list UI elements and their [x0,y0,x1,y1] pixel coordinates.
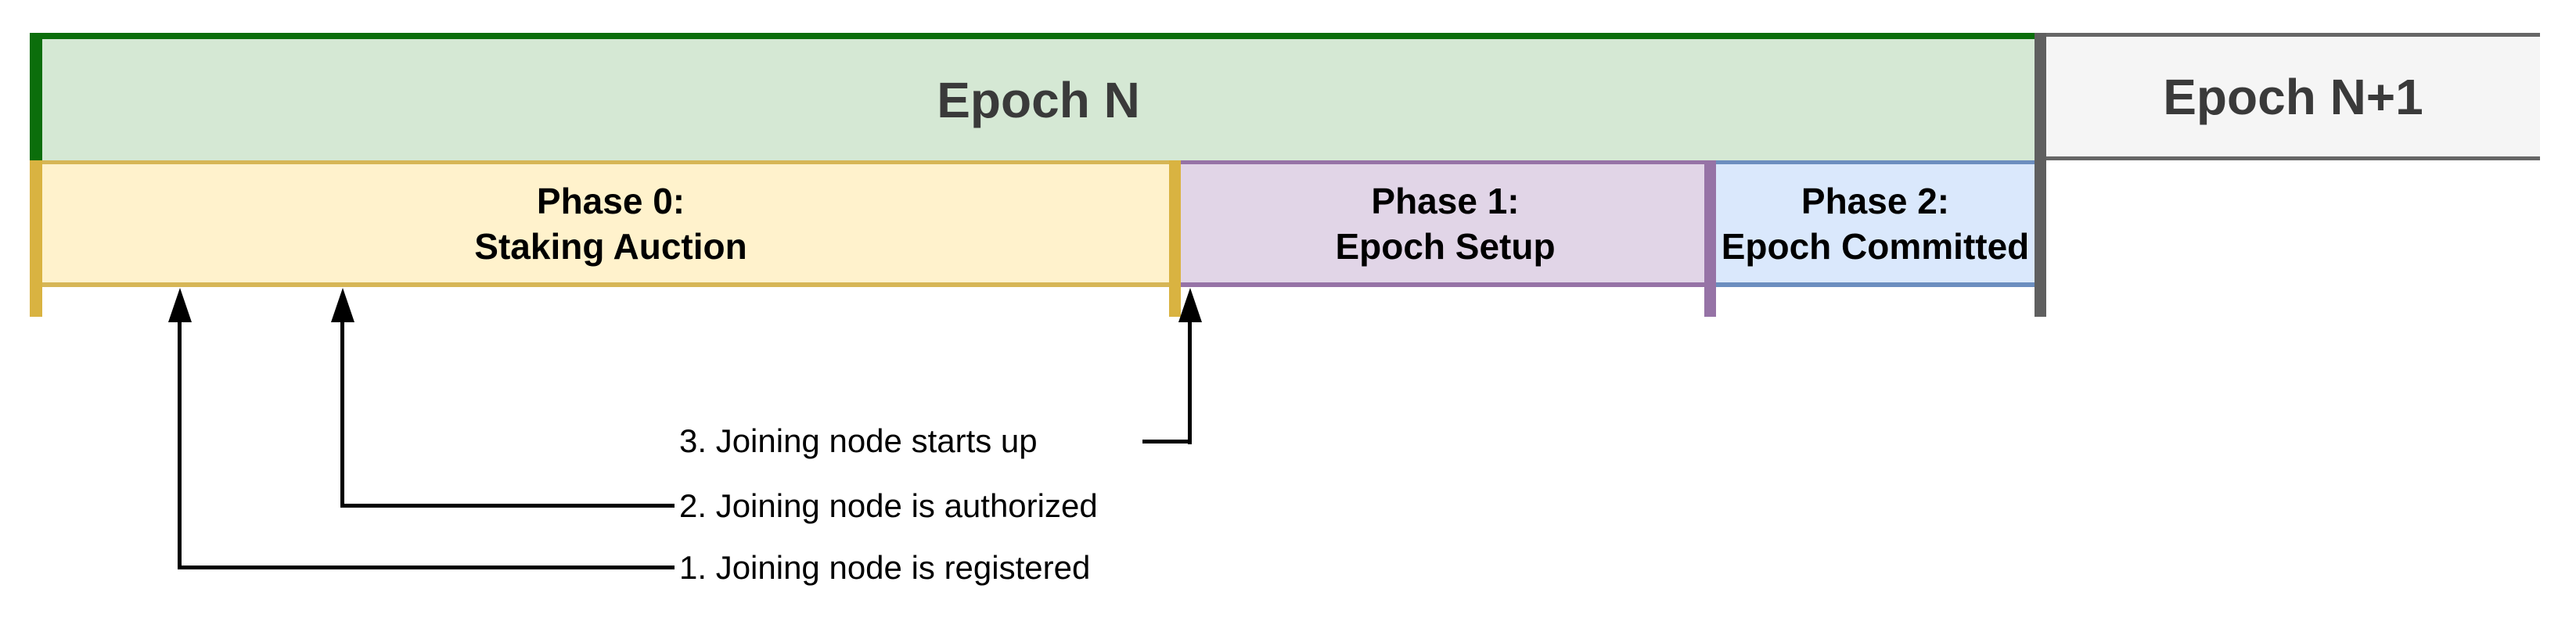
phase-2-label-line2: Epoch Committed [1721,225,2030,267]
epoch-boundary-divider [2035,33,2046,317]
annotation-authorized: 2. Joining node is authorized [679,487,1098,524]
phase-1-label-line2: Epoch Setup [1335,225,1556,267]
phase-0-label-line2: Staking Auction [474,225,747,267]
annotation-registered: 1. Joining node is registered [679,549,1091,586]
phase-2-label-line1: Phase 2: [1801,180,1950,221]
epoch-n-label: Epoch N [937,71,1140,128]
phase-1-label-line1: Phase 1: [1371,180,1520,221]
epoch-n-start-marker [30,33,42,160]
epoch-n-bar: Epoch N [42,33,2035,160]
phase-1-end-marker [1704,160,1716,317]
connector-line-authorized [340,504,675,508]
arrow-line-starts-up [1188,313,1192,444]
annotation-starts-up: 3. Joining node starts up [679,422,1038,459]
arrow-line-authorized [340,313,344,508]
phase-0-label-line1: Phase 0: [536,180,685,221]
epoch-n-plus-1-bar: Epoch N+1 [2046,33,2540,160]
connector-line-starts-up [1142,440,1192,443]
phase-0-staking-auction-box: Phase 0: Staking Auction [42,160,1179,287]
phase-0-start-marker [30,160,42,317]
phase-1-epoch-setup-box: Phase 1: Epoch Setup [1181,160,1710,287]
connector-line-registered [178,566,675,569]
phase-2-epoch-committed-box: Phase 2: Epoch Committed [1716,160,2035,287]
arrow-line-registered [178,313,182,569]
epoch-n-plus-1-label: Epoch N+1 [2163,68,2423,125]
phase-0-end-marker [1169,160,1181,317]
